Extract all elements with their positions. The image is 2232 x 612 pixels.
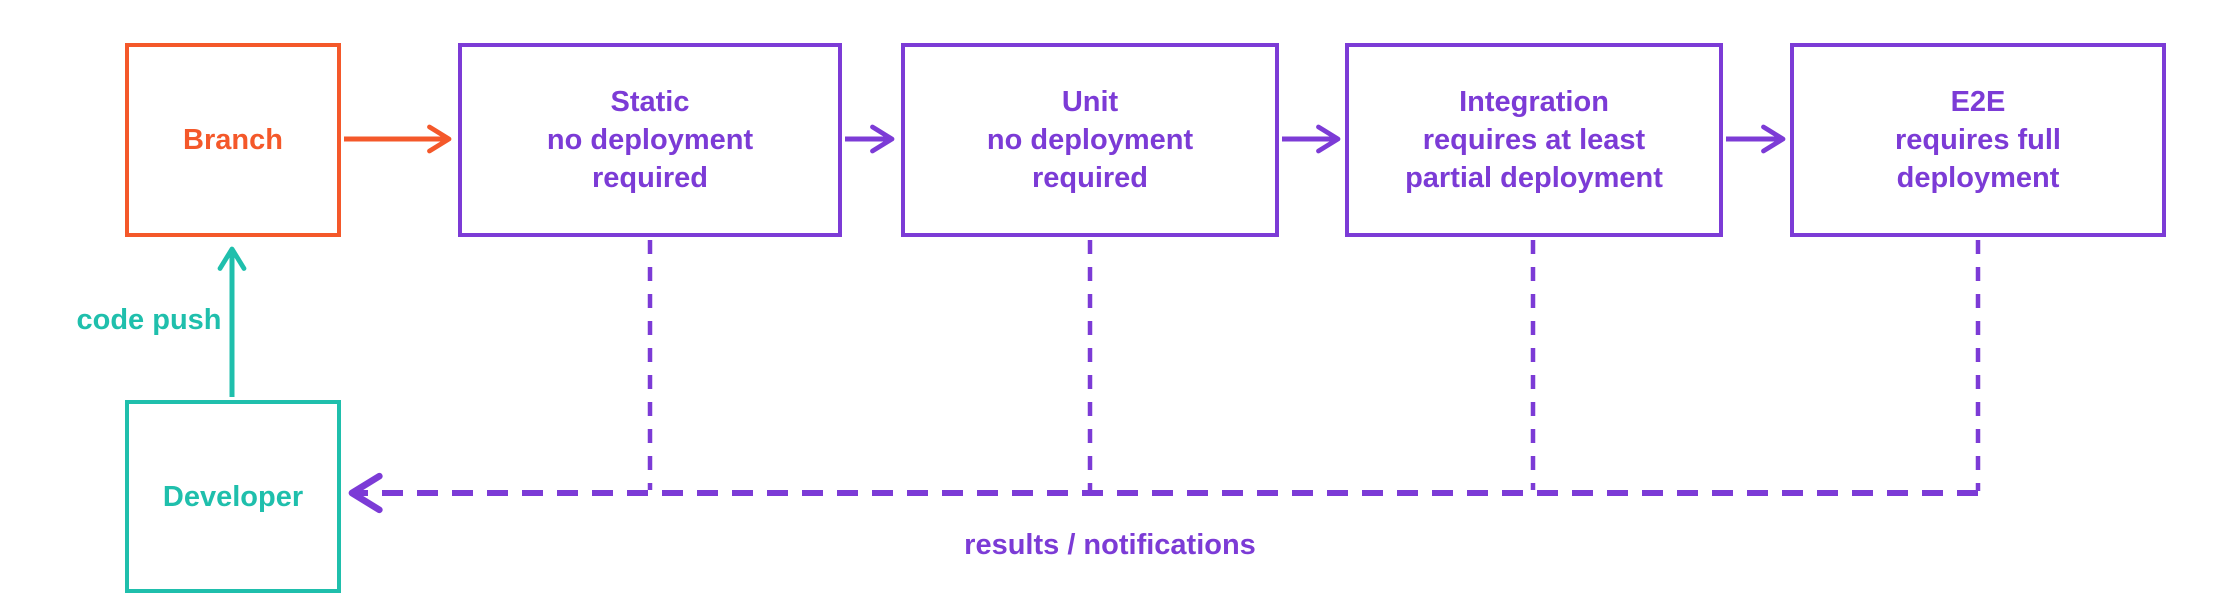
node-branch-title: Branch: [183, 124, 283, 156]
node-unit: Unit no deployment required: [901, 43, 1279, 237]
node-branch: Branch: [125, 43, 341, 237]
edge-label-results-notifications: results / notifications: [964, 529, 1256, 561]
node-static-title: Static: [610, 86, 690, 118]
node-integration-line: requires at least: [1422, 124, 1646, 156]
node-e2e-line: deployment: [1896, 162, 2060, 194]
node-developer: Developer: [125, 400, 341, 593]
node-integration-title: Integration: [1459, 86, 1609, 118]
node-integration-line: partial deployment: [1405, 162, 1663, 194]
node-e2e-line: requires full: [1895, 124, 2061, 156]
edge-label-code-push: code push: [76, 304, 222, 336]
node-static: Static no deployment required: [458, 43, 842, 237]
node-static-line: required: [591, 162, 709, 194]
node-e2e: E2E requires full deployment: [1790, 43, 2166, 237]
node-developer-title: Developer: [162, 480, 304, 513]
node-unit-title: Unit: [1061, 86, 1119, 118]
node-integration: Integration requires at least partial de…: [1345, 43, 1723, 237]
node-static-line: no deployment: [546, 124, 754, 156]
node-unit-line: no deployment: [986, 124, 1194, 156]
node-unit-line: required: [1031, 162, 1149, 194]
node-e2e-title: E2E: [1950, 86, 2006, 118]
